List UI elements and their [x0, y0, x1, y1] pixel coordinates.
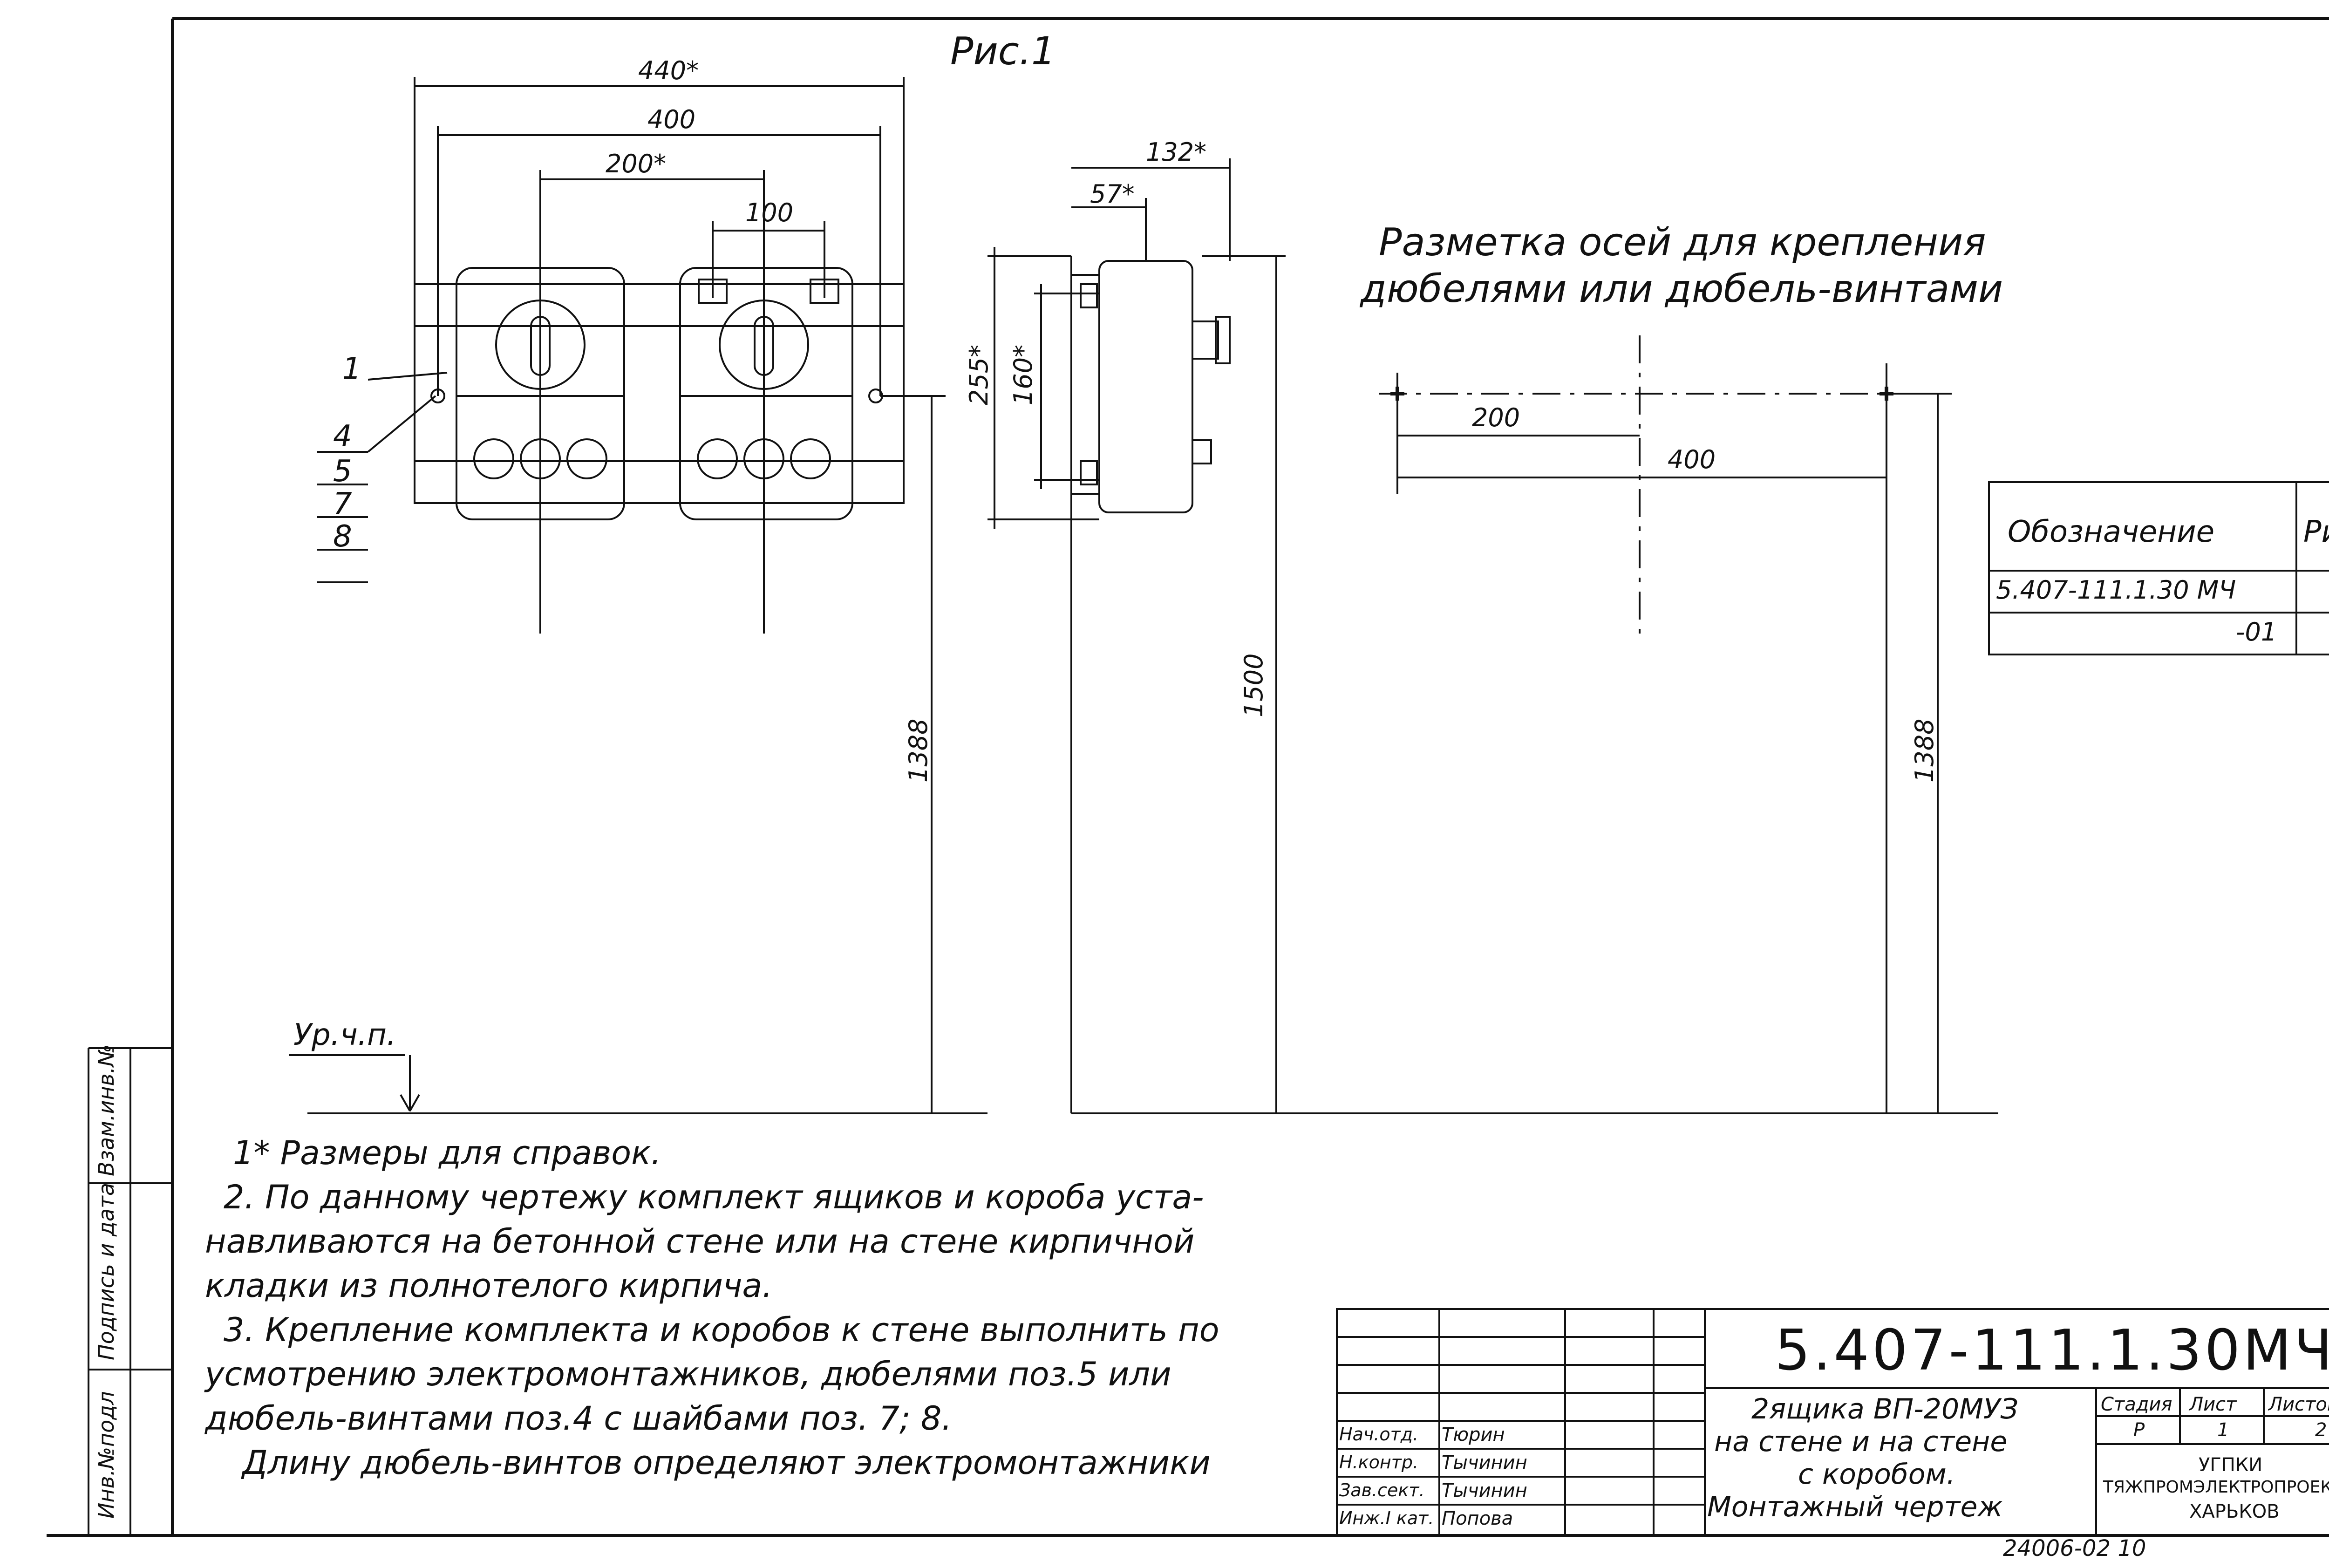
dim-160: 160*: [1008, 344, 1038, 405]
dim-1388-marking: 1388: [1910, 718, 1939, 783]
note-3a: 3. Крепление комплекта и коробов к стене…: [224, 1311, 1219, 1349]
dim-57: 57*: [1090, 179, 1135, 209]
floor-lines: [289, 1054, 1998, 1114]
archive-number: 24006-02 10: [2003, 1535, 2146, 1561]
name-3: Тычинин: [1442, 1480, 1527, 1501]
spec-header-designation: Обозначение: [2008, 515, 2215, 549]
marking-title-1: Разметка осей для крепления: [1379, 220, 1986, 265]
spec-table-grid: [1988, 481, 2329, 655]
drawing-name-1: 2ящика ВП-20МУЗ: [1751, 1393, 2018, 1425]
drawing-name-4: Монтажный чертеж: [1707, 1491, 2003, 1523]
org-line-2: ТЯЖПРОМЭЛЕКТРОПРОЕКТ: [2103, 1478, 2329, 1497]
name-4: Попова: [1442, 1508, 1513, 1529]
dim-132: 132*: [1146, 137, 1207, 167]
note-2a: 2. По данному чертежу комплект ящиков и …: [224, 1178, 1204, 1216]
title-block-grid: [1336, 1308, 2329, 1536]
name-1: Тюрин: [1442, 1424, 1505, 1445]
sheet-value: 1: [2217, 1419, 2229, 1441]
margin-inv-label: Инв.№подл: [94, 1391, 119, 1519]
callout-1: 1: [342, 352, 361, 386]
drawing-name-2: на стене и на стене: [1714, 1425, 2008, 1458]
drawing-code: 5.407-111.1.30МЧ: [1775, 1318, 2329, 1383]
dim-400: 400: [647, 105, 696, 134]
sheet-frame: [47, 17, 2329, 1537]
dim-440: 440*: [638, 56, 699, 85]
org-line-1: УГПКИ: [2199, 1454, 2263, 1476]
marking-title-2: дюбелями или дюбель-винтами: [1360, 267, 2003, 311]
dim-100: 100: [745, 198, 794, 227]
front-view: [317, 77, 946, 1113]
marking-dim-200: 200: [1472, 403, 1520, 432]
axis-marking: [1379, 335, 1952, 1113]
callout-5: 5: [333, 454, 352, 489]
role-4: Инж.I кат.: [1339, 1508, 1434, 1528]
marking-dim-400: 400: [1668, 445, 1716, 474]
spec-row2-code: -01: [2236, 617, 2277, 647]
drawing-name-3: с коробом.: [1798, 1458, 1955, 1491]
sheets-header: Листов: [2268, 1394, 2329, 1415]
note-3c: дюбель-винтами поз.4 с шайбами поз. 7; 8…: [205, 1399, 952, 1438]
note-1: 1* Размеры для справок.: [233, 1134, 661, 1172]
dim-1388-front: 1388: [904, 718, 933, 783]
note-2c: кладки из полнотелого кирпича.: [205, 1267, 773, 1305]
role-1: Нач.отд.: [1339, 1424, 1419, 1445]
note-2b: навливаются на бетонной стене или на сте…: [205, 1222, 1195, 1261]
stage-value: Р: [2133, 1419, 2145, 1441]
callout-4: 4: [333, 419, 352, 454]
spec-header-fig: Рис.: [2303, 515, 2329, 549]
callout-8: 8: [333, 519, 352, 554]
dim-255: 255*: [964, 344, 994, 405]
note-3b: усмотрению электромонтажников, дюбелями …: [205, 1355, 1171, 1393]
margin-sign-label: Подпись и дата: [94, 1182, 119, 1360]
role-3: Зав.сект.: [1339, 1480, 1425, 1500]
margin-replace-label: Взам.инв.№: [94, 1044, 119, 1176]
name-2: Тычинин: [1442, 1452, 1527, 1473]
dim-200: 200*: [606, 149, 667, 178]
stage-header: Стадия: [2101, 1394, 2172, 1415]
note-4: Длину дюбель-винтов определяют электромо…: [242, 1444, 1211, 1482]
figure-label: Рис.1: [950, 29, 1056, 74]
callout-7: 7: [333, 487, 352, 521]
role-2: Н.контр.: [1339, 1452, 1419, 1473]
sheet-header: Лист: [2189, 1394, 2237, 1415]
dim-1500: 1500: [1239, 653, 1268, 717]
floor-level-label: Ур.ч.п.: [293, 1018, 396, 1052]
org-line-3: ХАРЬКОВ: [2189, 1501, 2280, 1522]
side-view: [987, 158, 1286, 1113]
left-margin-strip: [88, 1047, 172, 1535]
sheets-value: 2: [2315, 1419, 2327, 1441]
spec-row1-code: 5.407-111.1.30 МЧ: [1996, 575, 2236, 605]
